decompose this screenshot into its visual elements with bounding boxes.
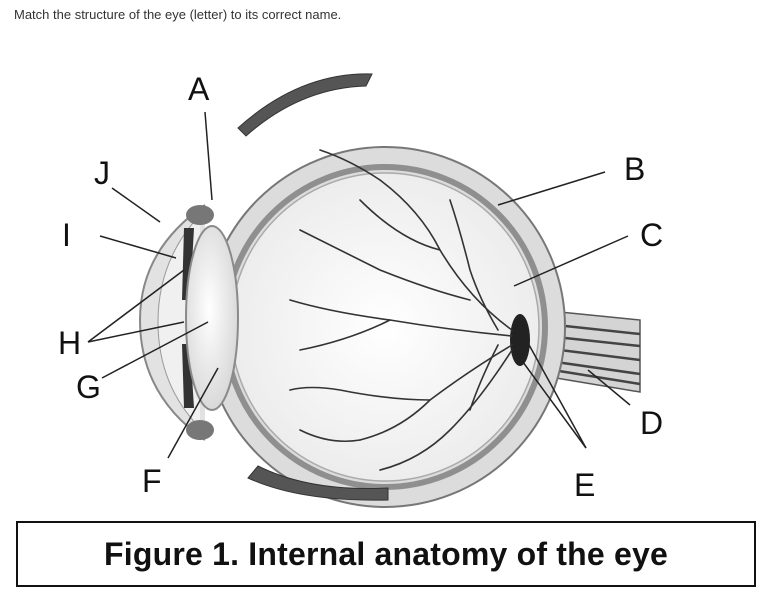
leader-line-i xyxy=(99,235,177,259)
label-c: C xyxy=(640,217,663,253)
optic-disc xyxy=(510,314,530,366)
figure-caption-box: Figure 1. Internal anatomy of the eye xyxy=(16,521,756,587)
label-b: B xyxy=(624,151,645,187)
leader-line-f xyxy=(167,367,219,459)
lens xyxy=(185,225,239,411)
label-h: H xyxy=(58,325,81,361)
label-j: J xyxy=(94,155,110,191)
leader-line-b xyxy=(497,171,606,206)
label-g: G xyxy=(76,369,101,405)
leader-line-h2 xyxy=(87,321,185,343)
label-d: D xyxy=(640,405,663,441)
ciliary-body-top xyxy=(186,205,214,225)
ciliary-body-bottom xyxy=(186,420,214,440)
figure-caption: Figure 1. Internal anatomy of the eye xyxy=(104,535,668,572)
leader-line-c xyxy=(513,235,629,287)
leader-line-g xyxy=(101,321,209,379)
retina xyxy=(230,172,540,482)
leader-line-j xyxy=(111,187,161,223)
leader-line-e1 xyxy=(527,342,587,449)
leader-line-h1 xyxy=(87,269,185,343)
label-a: A xyxy=(188,71,210,107)
question-text: Match the structure of the eye (letter) … xyxy=(14,7,342,22)
leader-lines xyxy=(87,111,631,459)
leader-line-d xyxy=(587,369,631,406)
inferior-muscle xyxy=(247,465,389,501)
superior-muscle xyxy=(237,73,373,137)
label-f: F xyxy=(142,463,162,499)
label-i: I xyxy=(62,217,71,253)
label-e: E xyxy=(574,467,595,503)
leader-line-a xyxy=(204,111,213,201)
leader-line-e2 xyxy=(519,357,587,449)
retinal-vessels xyxy=(289,149,513,471)
